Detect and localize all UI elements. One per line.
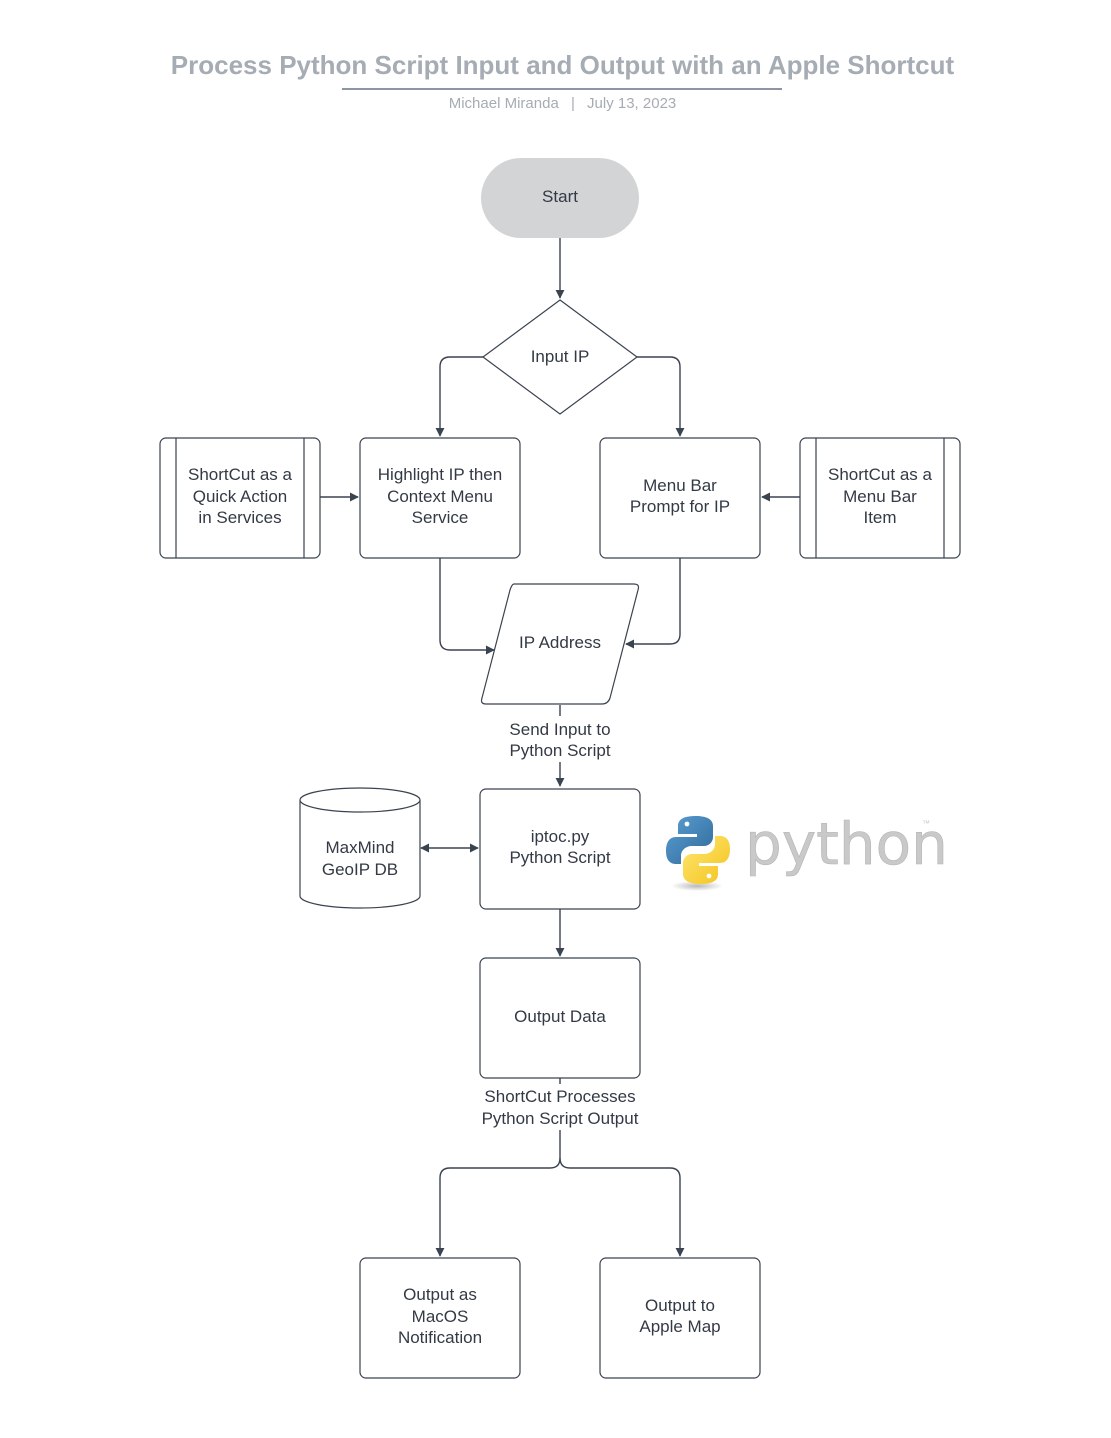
node-python-script: iptoc.py Python Script xyxy=(479,788,641,910)
node-shortcut-quick-action: ShortCut as a Quick Action in Services xyxy=(159,437,321,559)
node-label-line: Item xyxy=(863,508,896,527)
node-label-line: Apple Map xyxy=(639,1317,720,1336)
edge-input-to-menubar-prompt xyxy=(637,356,685,437)
node-highlight-ip: Highlight IP then Context Menu Service xyxy=(359,437,521,559)
author-name: Michael Miranda xyxy=(448,95,559,112)
node-label-line: GeoIP DB xyxy=(322,860,398,879)
node-label-line: MacOS xyxy=(412,1307,469,1326)
node-maxmind-db: MaxMind GeoIP DB xyxy=(299,787,421,909)
node-label-line: Output to xyxy=(645,1296,715,1315)
edge-label-shortcut-processes: ShortCut Processes Python Script Output xyxy=(474,1084,646,1130)
node-menu-bar-prompt: Menu Bar Prompt for IP xyxy=(599,437,761,559)
python-trademark: ™ xyxy=(922,819,930,828)
edge-label-send-input: Send Input to Python Script xyxy=(500,716,620,762)
edge-highlight-to-ipaddress xyxy=(439,558,495,655)
node-label-line: in Services xyxy=(198,508,281,527)
edge-label-line: Python Script Output xyxy=(482,1109,639,1128)
node-label-line: ShortCut as a xyxy=(188,465,292,484)
node-ip-address: IP Address xyxy=(480,583,640,705)
node-label-line: Menu Bar xyxy=(643,476,717,495)
edge-prompt-to-ipaddress xyxy=(625,558,681,649)
node-label-line: Output as xyxy=(403,1285,477,1304)
node-ip-address-label: IP Address xyxy=(519,633,601,652)
node-label-line: iptoc.py xyxy=(531,827,590,846)
python-wordmark: python xyxy=(745,810,948,878)
node-output-data-label: Output Data xyxy=(514,1007,606,1026)
node-shortcut-menu-bar: ShortCut as a Menu Bar Item xyxy=(799,437,961,559)
python-logo-shadow xyxy=(671,881,723,891)
edge-label-line: ShortCut Processes xyxy=(484,1087,635,1106)
node-label-line: Notification xyxy=(398,1328,482,1347)
node-label-line: ShortCut as a xyxy=(828,465,932,484)
python-snake-icon xyxy=(666,816,730,884)
node-label-line: Service xyxy=(412,508,469,527)
edge-label-line: Send Input to xyxy=(509,720,610,739)
edge-output-to-map xyxy=(559,1157,685,1257)
node-label-line: MaxMind xyxy=(326,838,395,857)
edge-label-line: Python Script xyxy=(509,741,610,760)
page-title: Process Python Script Input and Output w… xyxy=(170,50,955,80)
node-start: Start xyxy=(481,158,639,238)
node-label-line: Menu Bar xyxy=(843,487,917,506)
node-start-label: Start xyxy=(542,187,578,206)
node-input-ip-label: Input IP xyxy=(531,347,590,366)
edge-input-to-highlight xyxy=(435,356,483,437)
publish-date: July 13, 2023 xyxy=(587,95,677,112)
edge-output-to-notification xyxy=(435,1157,561,1257)
node-output-data: Output Data xyxy=(479,957,641,1079)
node-label-line: Context Menu xyxy=(387,487,493,506)
byline-separator: | xyxy=(570,95,575,112)
node-input-ip: Input IP xyxy=(481,299,639,415)
node-label-line: Python Script xyxy=(509,848,610,867)
python-logo: python ™ xyxy=(666,810,948,891)
node-label-line: Prompt for IP xyxy=(630,497,730,516)
node-output-map: Output to Apple Map xyxy=(599,1257,761,1379)
node-label-line: Highlight IP then xyxy=(378,465,502,484)
page-byline: Michael Miranda | July 13, 2023 xyxy=(0,95,1111,112)
title-underline xyxy=(342,88,782,90)
node-label-line: Quick Action xyxy=(193,487,288,506)
node-output-notification: Output as MacOS Notification xyxy=(359,1257,521,1379)
